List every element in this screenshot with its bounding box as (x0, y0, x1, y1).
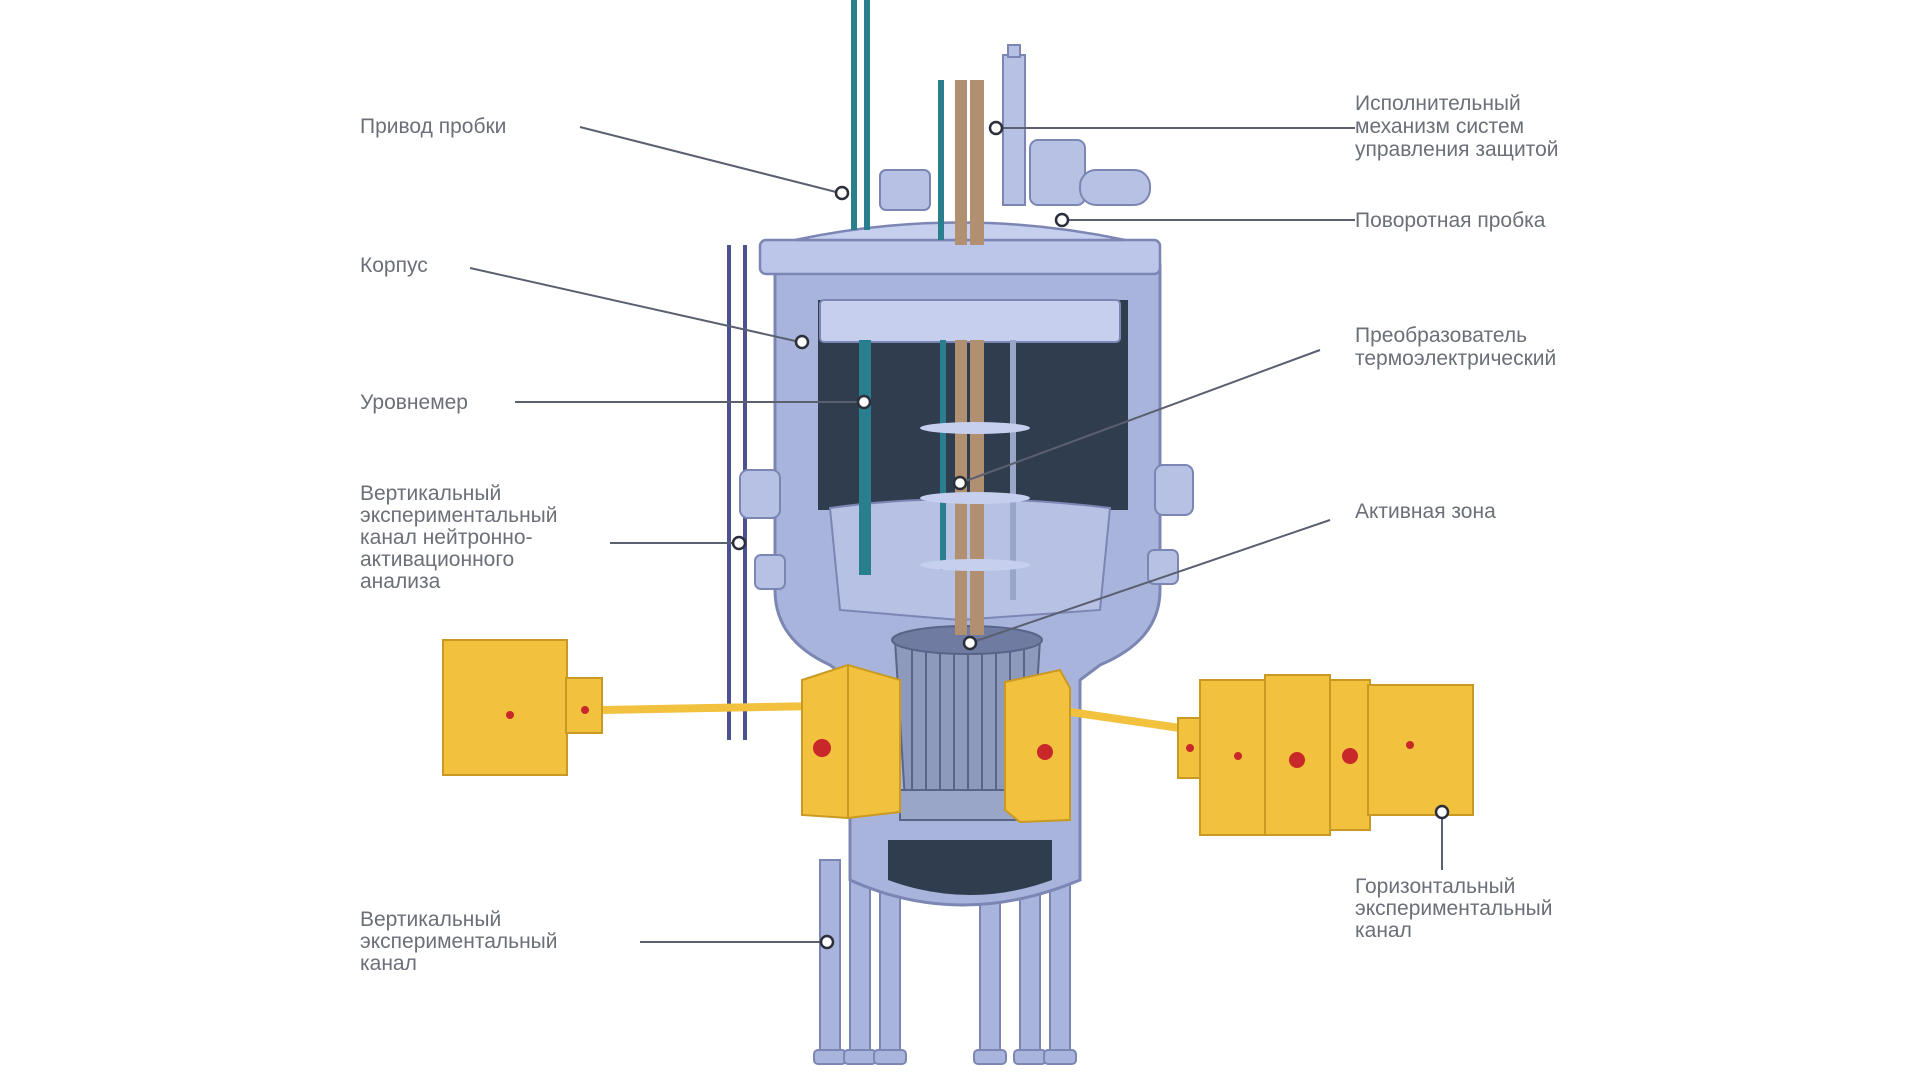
label-drive-plug: Привод пробки (360, 115, 506, 138)
label-actuator-line2: механизм систем (1355, 115, 1524, 138)
support-legs (813, 859, 1077, 1065)
label-rotary-plug: Поворотная пробка (1355, 209, 1546, 232)
bottom-plenum (888, 840, 1052, 895)
drive-rods (851, 0, 1151, 245)
label-horizontal-channel-line2: экспериментальный (1355, 897, 1553, 920)
label-thermo-line2: термоэлектрический (1355, 347, 1556, 370)
vessel-nozzles (739, 464, 1194, 590)
label-vertical-channel-line1: Вертикальный (360, 908, 501, 931)
label-vertical-channel-line3: канал (360, 952, 417, 975)
label-vertical-nac-line1: Вертикальный (360, 482, 501, 505)
label-level-gauge: Уровнемер (360, 391, 468, 414)
label-vertical-channel-line2: экспериментальный (360, 930, 558, 953)
diagram-labels: Привод пробки Исполнительный механизм си… (360, 92, 1558, 975)
leader-lines (469, 126, 1443, 943)
right-experimental-assembly (1004, 668, 1474, 836)
label-horizontal-channel-line3: канал (1355, 919, 1412, 942)
label-vertical-nac-line5: анализа (360, 570, 441, 593)
leader-dots (731, 120, 1450, 950)
label-thermo-line1: Преобразователь (1355, 324, 1527, 347)
inner-top-plate (819, 299, 1121, 343)
label-horizontal-channel-line1: Горизонтальный (1355, 875, 1515, 898)
label-actuator-line3: управления защитой (1355, 138, 1558, 161)
label-actuator-line1: Исполнительный (1355, 92, 1521, 115)
label-vertical-nac-line4: активационного (360, 548, 514, 571)
label-vessel: Корпус (360, 254, 428, 277)
label-core: Активная зона (1355, 500, 1496, 523)
vessel-lid (758, 221, 1162, 276)
left-experimental-assembly (442, 639, 901, 820)
label-vertical-nac-line2: экспериментальный (360, 504, 558, 527)
label-vertical-nac-line3: канал нейтронно- (360, 526, 533, 549)
